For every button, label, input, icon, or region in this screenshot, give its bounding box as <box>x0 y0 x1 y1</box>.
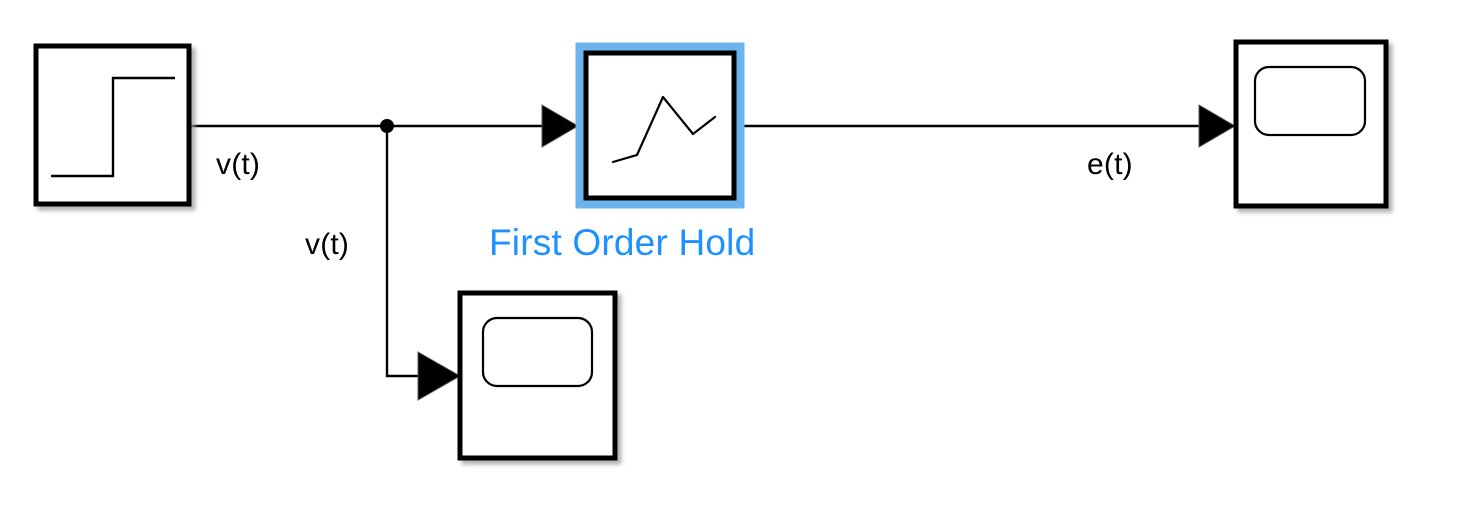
first-order-hold-block[interactable] <box>575 42 745 209</box>
arrowhead-into-scope-right <box>1198 104 1236 148</box>
scope-block-bottom[interactable] <box>457 290 618 461</box>
signal-wires <box>189 119 1236 378</box>
step-function-icon <box>51 76 175 178</box>
piecewise-linear-icon <box>611 95 717 164</box>
selection-highlight <box>575 42 745 209</box>
scope-screen-icon <box>481 316 594 388</box>
signal-label-vt-top[interactable]: v(t) <box>216 148 261 181</box>
arrowhead-into-foh <box>541 104 579 148</box>
wire-branch-to-scope-bottom[interactable] <box>385 126 418 378</box>
signal-arrowheads <box>417 104 1236 401</box>
first-order-hold-label[interactable]: First Order Hold <box>489 222 756 263</box>
scope-screen-icon <box>1253 65 1367 137</box>
arrowhead-into-scope-bottom <box>417 351 462 401</box>
signal-label-et[interactable]: e(t) <box>1087 148 1133 181</box>
first-order-hold-body[interactable] <box>583 50 737 201</box>
signal-label-vt-branch[interactable]: v(t) <box>305 228 350 261</box>
step-block[interactable] <box>33 43 192 207</box>
signal-branch-point[interactable] <box>380 119 394 133</box>
scope-block-right[interactable] <box>1233 39 1389 209</box>
